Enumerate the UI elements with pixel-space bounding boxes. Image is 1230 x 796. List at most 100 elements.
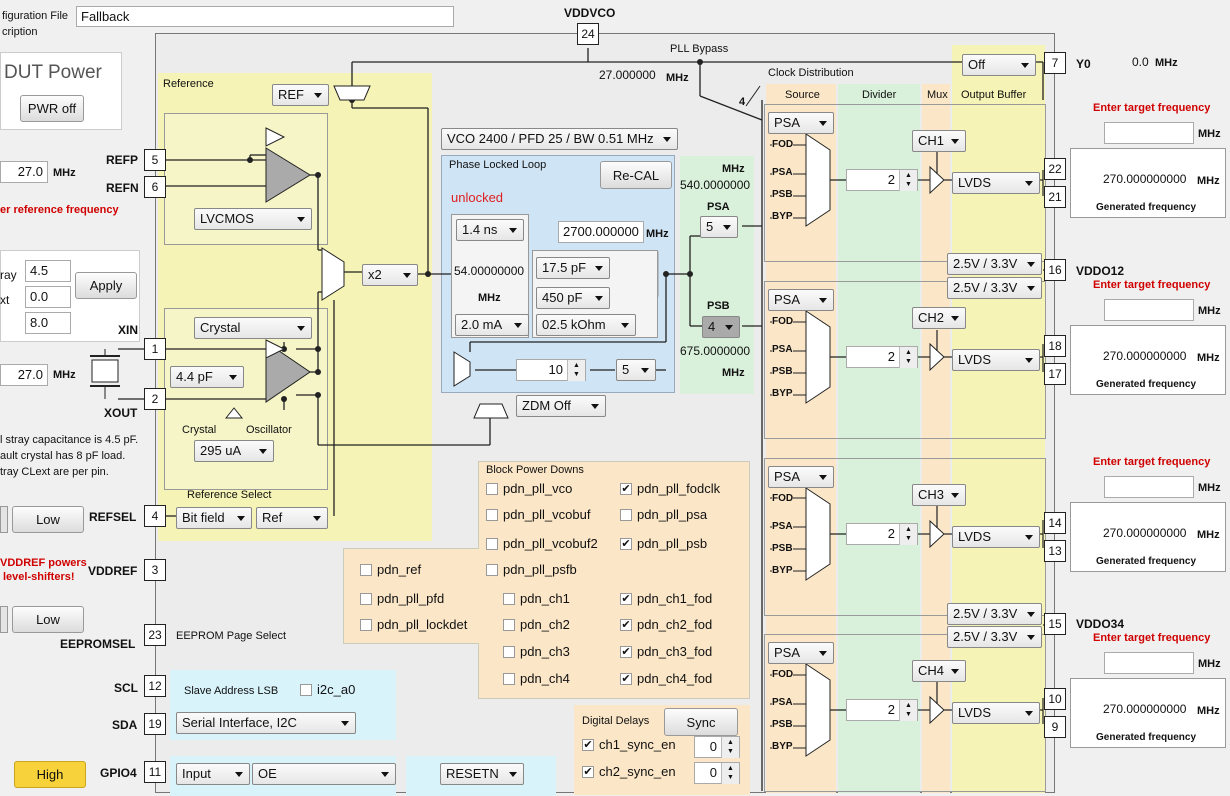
psa-divider-dropdown[interactable]: 5 — [700, 216, 738, 238]
load-capacitance-dropdown[interactable]: 4.4 pF — [170, 366, 244, 388]
resistor-dropdown[interactable]: 02.5 kOhm — [536, 314, 636, 336]
crystal-frequency-input[interactable]: 27.0 — [0, 364, 48, 386]
ch2-sync-checkbox[interactable]: ✔ch2_sync_en — [582, 764, 676, 779]
power-down-pdn_ref[interactable]: pdn_ref — [360, 562, 421, 577]
power-down-pdn_pll_psfb[interactable]: pdn_pll_psfb — [486, 562, 577, 577]
power-down-pdn_pll_pfd[interactable]: pdn_pll_pfd — [360, 591, 444, 606]
vddo12-select-1[interactable]: 2.5V / 3.3V — [947, 253, 1042, 275]
recal-button[interactable]: Re-CAL — [600, 161, 672, 189]
power-down-pdn_ch2_fod[interactable]: ✔pdn_ch2_fod — [620, 617, 712, 632]
power-down-pdn_pll_lockdet[interactable]: pdn_pll_lockdet — [360, 617, 467, 632]
reference-frequency-input[interactable]: 27.0 — [0, 161, 48, 183]
channel-4-divider-input[interactable]: 2 — [846, 699, 918, 721]
resetn-dropdown[interactable]: RESETN — [440, 763, 524, 785]
i2c-a0-check-box[interactable] — [300, 683, 312, 696]
power-down-check-box[interactable]: ✔ — [620, 618, 632, 631]
channel-3-divider-input[interactable]: 2 — [846, 523, 918, 545]
power-down-check-box[interactable]: ✔ — [620, 592, 632, 605]
power-down-pdn_ch3_fod[interactable]: ✔pdn_ch3_fod — [620, 644, 712, 659]
zdm-dropdown[interactable]: ZDM Off — [516, 395, 606, 417]
power-down-pdn_ch2[interactable]: pdn_ch2 — [503, 617, 570, 632]
power-down-check-box[interactable] — [486, 563, 498, 576]
delay-dropdown[interactable]: 1.4 ns — [456, 219, 524, 241]
drive-current-dropdown[interactable]: 295 uA — [194, 440, 274, 462]
power-down-check-box[interactable]: ✔ — [620, 482, 632, 495]
channel-3-source-dropdown[interactable]: PSA — [768, 466, 834, 488]
ch1-sync-checkbox[interactable]: ✔ch1_sync_en — [582, 737, 676, 752]
gpio4-direction-dropdown[interactable]: Input — [176, 763, 250, 785]
channel-1-divider-input[interactable]: 2 — [846, 169, 918, 191]
c2-dropdown[interactable]: 450 pF — [536, 287, 610, 309]
channel-3-buffer-dropdown[interactable]: LVDS — [952, 526, 1040, 548]
channel-1-target-input[interactable] — [1104, 122, 1194, 144]
power-down-check-box[interactable] — [360, 592, 372, 605]
c1-dropdown[interactable]: 17.5 pF — [536, 257, 610, 279]
power-down-pdn_pll_vcobuf2[interactable]: pdn_pll_vcobuf2 — [486, 536, 598, 551]
power-down-pdn_pll_fodclk[interactable]: ✔pdn_pll_fodclk — [620, 481, 720, 496]
stray-value[interactable]: 4.5 — [25, 260, 71, 282]
channel-1-ch-dropdown[interactable]: CH1 — [912, 130, 966, 152]
channel-4-ch-dropdown[interactable]: CH4 — [912, 660, 966, 682]
power-down-check-box[interactable] — [360, 618, 372, 631]
power-down-pdn_ch4[interactable]: pdn_ch4 — [503, 671, 570, 686]
power-down-pdn_ch1[interactable]: pdn_ch1 — [503, 591, 570, 606]
vddo34-select-1[interactable]: 2.5V / 3.3V — [947, 603, 1042, 625]
load-value[interactable]: 8.0 — [25, 312, 71, 334]
gpio4-function-dropdown[interactable]: OE — [252, 763, 396, 785]
channel-4-source-dropdown[interactable]: PSA — [768, 642, 834, 664]
power-down-check-box[interactable] — [503, 618, 515, 631]
channel-2-target-input[interactable] — [1104, 299, 1194, 321]
vddo34-select-2[interactable]: 2.5V / 3.3V — [947, 626, 1042, 648]
power-down-check-box[interactable]: ✔ — [620, 645, 632, 658]
gpio4-level-button[interactable]: High — [14, 761, 86, 788]
power-down-check-box[interactable] — [503, 672, 515, 685]
channel-2-divider-input[interactable]: 2 — [846, 346, 918, 368]
power-down-check-box[interactable] — [486, 482, 498, 495]
power-down-check-box[interactable]: ✔ — [620, 537, 632, 550]
refsel-mode-dropdown[interactable]: Bit field — [176, 507, 252, 529]
refsel-level-button-left[interactable] — [0, 506, 8, 533]
refsel-level-button[interactable]: Low — [12, 506, 84, 533]
psb-divider-dropdown[interactable]: 4 — [702, 316, 740, 338]
refsel-value-dropdown[interactable]: Ref — [256, 507, 328, 529]
feedback-divider-2-dropdown[interactable]: 5 — [616, 359, 656, 381]
power-down-pdn_ch4_fod[interactable]: ✔pdn_ch4_fod — [620, 671, 712, 686]
power-down-pdn_ch3[interactable]: pdn_ch3 — [503, 644, 570, 659]
channel-1-buffer-dropdown[interactable]: LVDS — [952, 172, 1040, 194]
doubler-dropdown[interactable]: x2 — [362, 264, 418, 286]
power-down-check-box[interactable] — [620, 508, 632, 521]
channel-3-target-input[interactable] — [1104, 476, 1194, 498]
channel-3-ch-dropdown[interactable]: CH3 — [912, 484, 966, 506]
config-description-field[interactable]: Fallback — [76, 6, 454, 27]
i2c-a0-checkbox[interactable]: i2c_a0 — [300, 682, 355, 697]
power-down-pdn_pll_psa[interactable]: pdn_pll_psa — [620, 507, 707, 522]
power-down-check-box[interactable] — [486, 508, 498, 521]
channel-2-source-dropdown[interactable]: PSA — [768, 289, 834, 311]
power-down-check-box[interactable] — [486, 537, 498, 550]
channel-4-target-input[interactable] — [1104, 652, 1194, 674]
power-down-pdn_pll_vco[interactable]: pdn_pll_vco — [486, 481, 572, 496]
power-down-check-box[interactable] — [503, 645, 515, 658]
sync-button[interactable]: Sync — [664, 708, 738, 736]
power-down-check-box[interactable] — [360, 563, 372, 576]
power-down-check-box[interactable]: ✔ — [620, 672, 632, 685]
charge-pump-dropdown[interactable]: 2.0 mA — [455, 314, 529, 336]
feedback-divider-input[interactable]: 10 — [516, 359, 586, 381]
channel-2-buffer-dropdown[interactable]: LVDS — [952, 349, 1040, 371]
eepromsel-level-button-left[interactable] — [0, 606, 8, 633]
channel-1-source-dropdown[interactable]: PSA — [768, 112, 834, 134]
power-down-pdn_ch1_fod[interactable]: ✔pdn_ch1_fod — [620, 591, 712, 606]
power-down-check-box[interactable] — [503, 592, 515, 605]
clext-value[interactable]: 0.0 — [25, 286, 71, 308]
power-down-pdn_pll_vcobuf[interactable]: pdn_pll_vcobuf — [486, 507, 590, 522]
channel-2-ch-dropdown[interactable]: CH2 — [912, 307, 966, 329]
ch2-sync-check-box[interactable]: ✔ — [582, 765, 594, 778]
eepromsel-level-button[interactable]: Low — [12, 606, 84, 633]
crystal-mode-dropdown[interactable]: Crystal — [194, 317, 312, 339]
input-type-dropdown[interactable]: LVCMOS — [194, 208, 312, 230]
power-down-pdn_pll_psb[interactable]: ✔pdn_pll_psb — [620, 536, 707, 551]
apply-button[interactable]: Apply — [75, 272, 137, 299]
ch1-delay-input[interactable]: 0 — [694, 736, 740, 758]
ch1-sync-check-box[interactable]: ✔ — [582, 738, 594, 751]
interface-dropdown[interactable]: Serial Interface, I2C — [176, 712, 356, 734]
